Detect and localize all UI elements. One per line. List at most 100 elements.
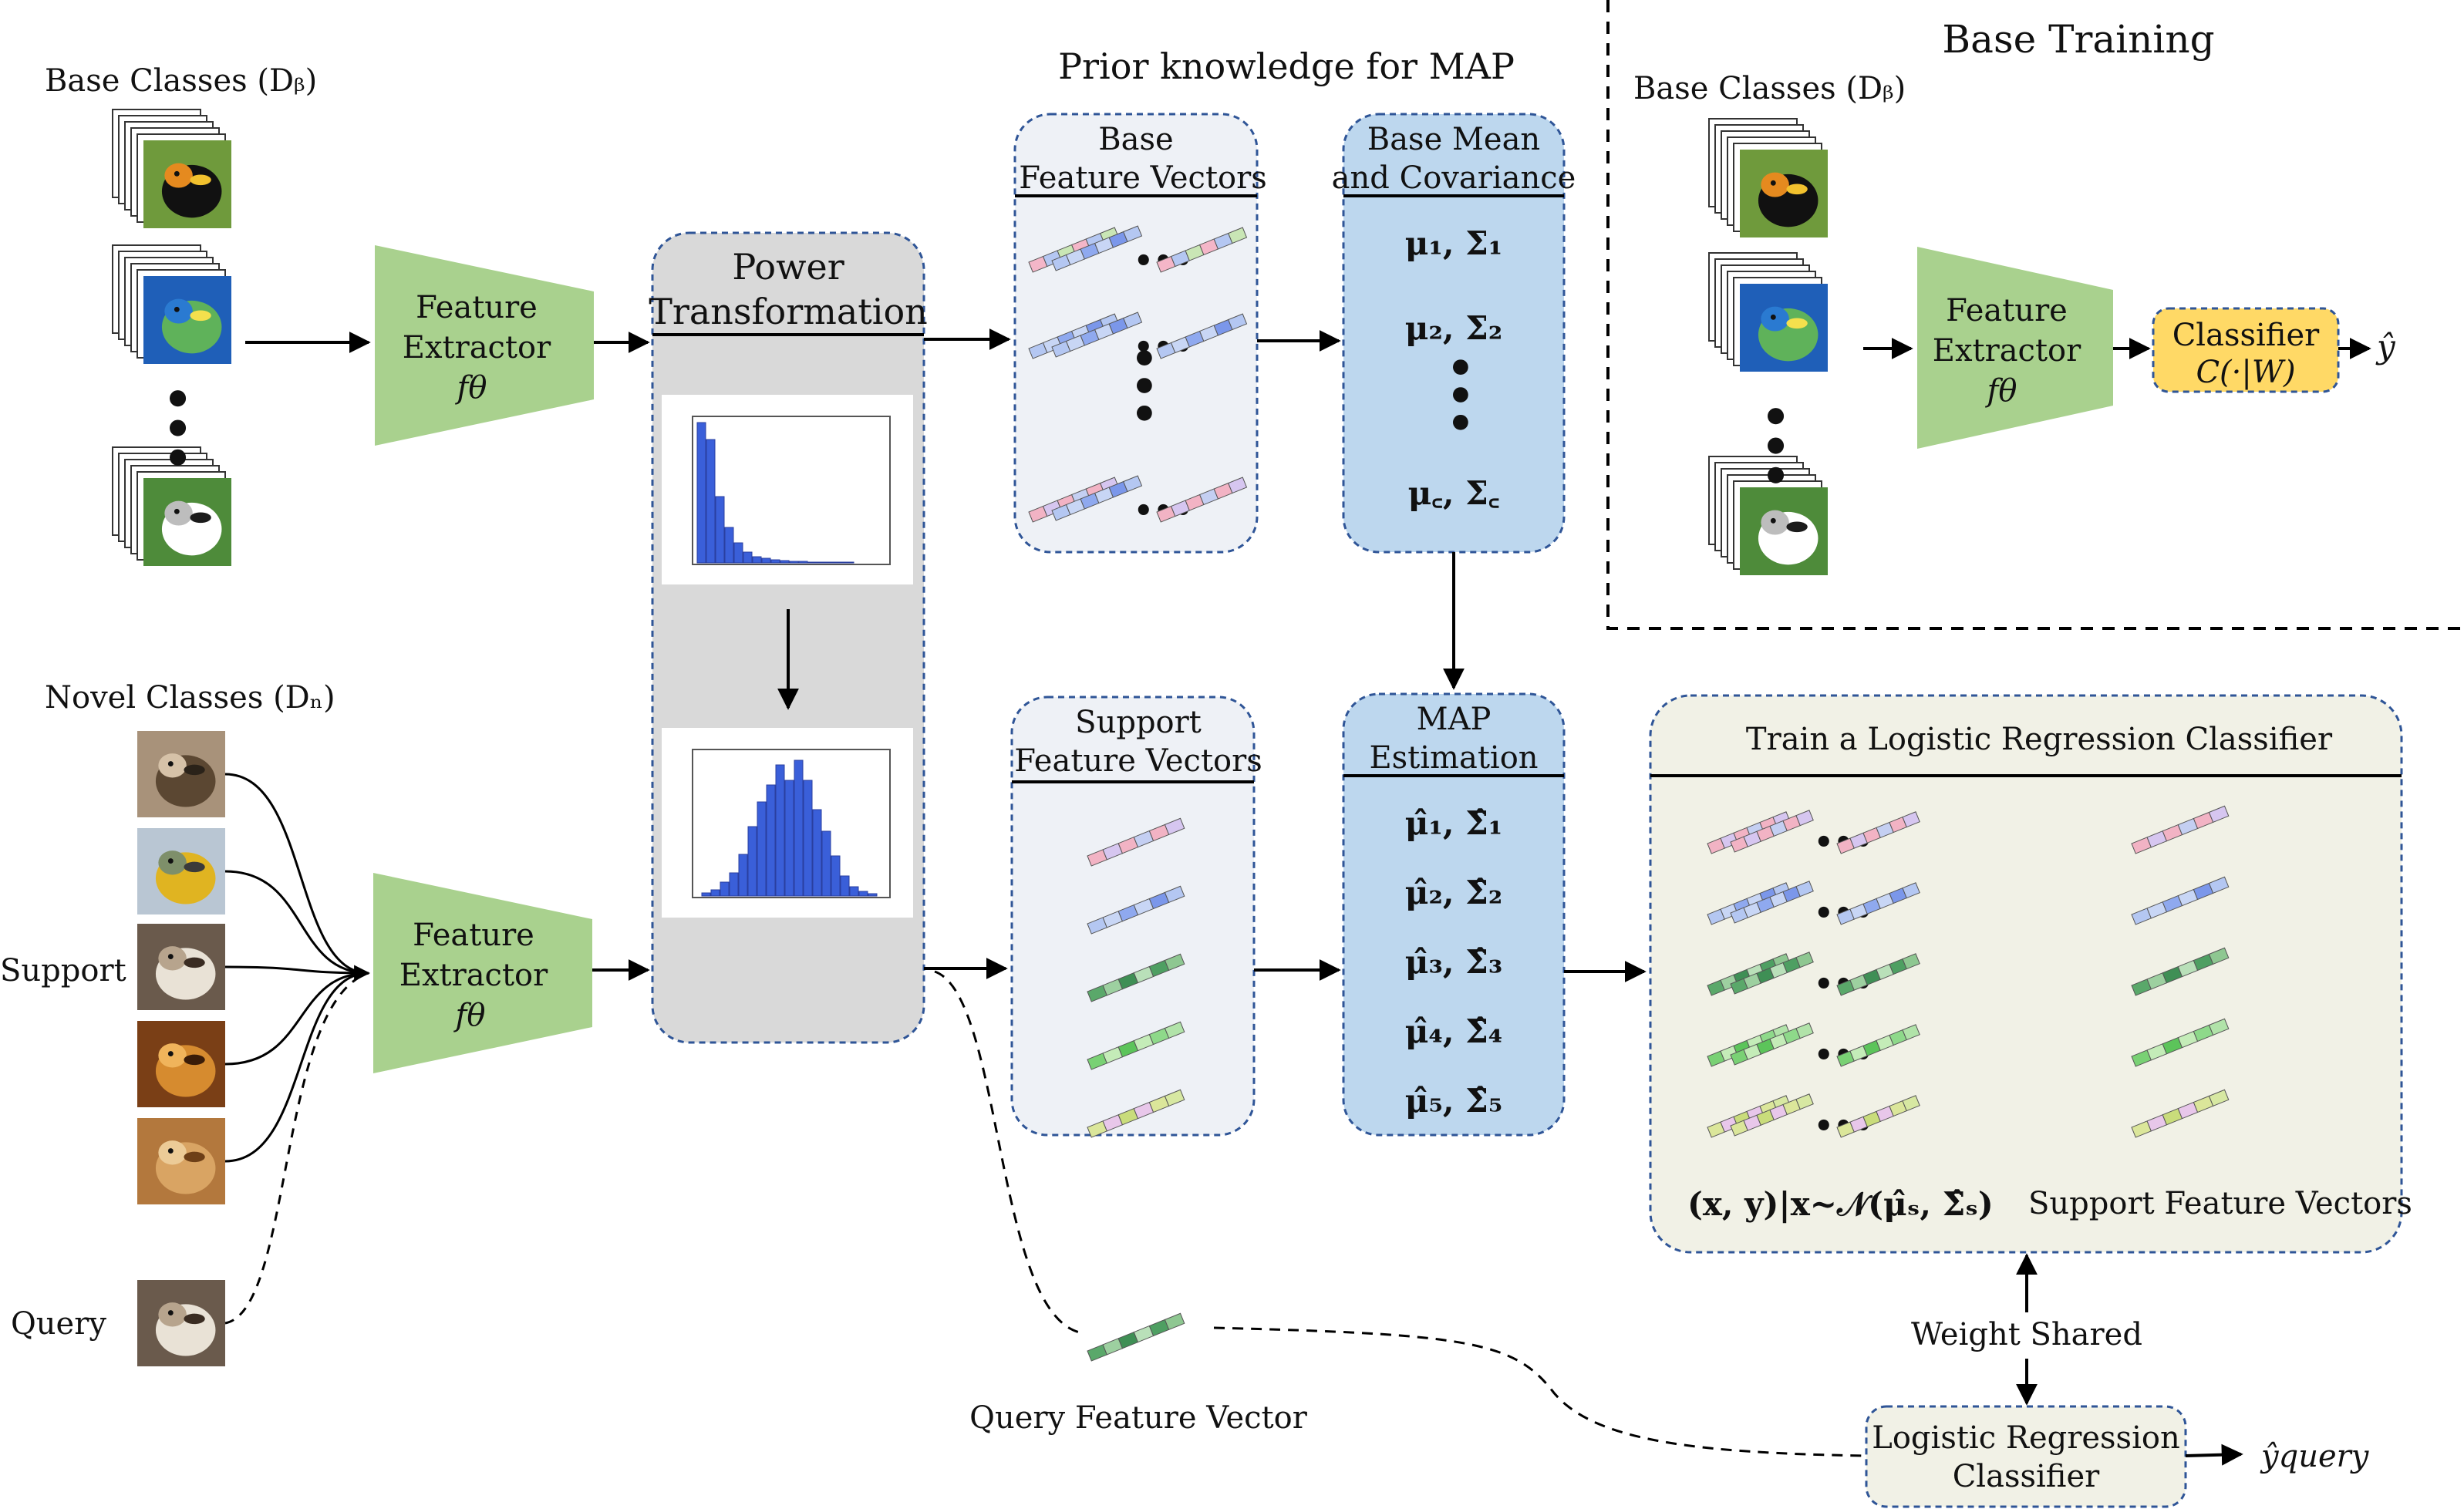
hist-normal-bar-19 bbox=[868, 893, 878, 897]
base-fv-row1-c bbox=[1156, 227, 1248, 273]
query-fv-caption: Query Feature Vector bbox=[969, 1400, 1308, 1436]
classifier-bg bbox=[2152, 307, 2340, 393]
train-lr-bg bbox=[1649, 694, 2403, 1254]
base-stack-left-toucan bbox=[112, 109, 231, 228]
base-fv-row3-b bbox=[1051, 475, 1143, 521]
novel-image-lion-eye bbox=[167, 1148, 174, 1154]
train-row1-b-cell-6 bbox=[1795, 810, 1814, 827]
support-fv-line1: Support bbox=[1075, 705, 1202, 740]
novel-image-ferret bbox=[137, 924, 225, 1010]
fe-top-line2: Extractor bbox=[403, 330, 551, 365]
lr-classifier-bg bbox=[1865, 1405, 2187, 1508]
novel-classes-label: Novel Classes (Dₙ) bbox=[45, 680, 335, 716]
novel-curve-3 bbox=[224, 965, 369, 975]
hist-skewed-bar-15 bbox=[826, 561, 836, 564]
base-fv-row2-c bbox=[1156, 313, 1248, 359]
base-stack-left-fish-image bbox=[143, 276, 231, 364]
hist-normal-bar-1 bbox=[701, 892, 711, 897]
base-stack-left-fish bbox=[112, 244, 231, 364]
histogram-skewed bbox=[696, 422, 854, 564]
muhat3: μ̂₃, Σ̂₃ bbox=[1405, 943, 1502, 981]
train-row3-c-cell-6 bbox=[1902, 953, 1920, 970]
muhat2: μ̂₂, Σ̂₂ bbox=[1405, 874, 1502, 911]
y-query-arrow bbox=[2185, 1443, 2243, 1466]
base-fv-vertical-ellipsis: ••• bbox=[1117, 344, 1168, 426]
train-lr-box: Train a Logistic Regression Classifier •… bbox=[1649, 694, 2412, 1254]
histogram-skewed-frame bbox=[692, 416, 891, 565]
map-line1: MAP bbox=[1417, 702, 1492, 737]
novel-to-fe-curves bbox=[224, 773, 371, 1325]
hist-normal-bar-6 bbox=[747, 826, 757, 897]
hist-normal-bar-15 bbox=[831, 855, 841, 897]
train-row4-c-cell-6 bbox=[1902, 1024, 1920, 1041]
novel-image-lion bbox=[137, 1118, 225, 1204]
base-image-stacks-left bbox=[112, 109, 231, 566]
hist-normal-bar-5 bbox=[738, 854, 748, 897]
base-stack-left-fish-image-eye bbox=[174, 306, 180, 312]
train-row4-b-cell-6 bbox=[1795, 1022, 1814, 1039]
train-row4-support bbox=[2131, 1018, 2230, 1067]
support-fv-5 bbox=[1087, 1089, 1185, 1138]
base-fv-rows: ••••••••• bbox=[1028, 225, 1248, 529]
train-row5-b-cell-6 bbox=[1795, 1093, 1814, 1110]
train-row2-support-cell-6 bbox=[2208, 876, 2230, 894]
query-image-ferret bbox=[137, 1280, 225, 1366]
base-fv-line1: Base bbox=[1098, 122, 1173, 157]
muhat5: μ̂₅, Σ̂₅ bbox=[1405, 1082, 1502, 1120]
hist-skewed-bar-11 bbox=[789, 561, 799, 564]
feature-extractor-top: Feature Extractor fθ bbox=[375, 245, 594, 446]
base-fv-row2-b bbox=[1051, 312, 1143, 358]
query-fv-stripe-cell-6 bbox=[1164, 1312, 1185, 1331]
train-row2-b-cell-6 bbox=[1795, 881, 1814, 898]
base-stack-right-fish-image bbox=[1740, 284, 1828, 372]
hist-skewed-bar-12 bbox=[798, 561, 808, 564]
power-line2: Transformation bbox=[649, 291, 928, 332]
support-fv-2-cell-6 bbox=[1164, 885, 1185, 904]
novel-image-wild-dog bbox=[137, 731, 225, 817]
query-to-lr-dashed bbox=[1213, 1326, 1866, 1457]
hist-normal-bar-3 bbox=[720, 881, 730, 897]
mu1-sigma1: μ₁, Σ₁ bbox=[1405, 224, 1502, 262]
mu2-sigma2: μ₂, Σ₂ bbox=[1405, 309, 1502, 347]
base-stack-right-dog bbox=[1708, 456, 1828, 575]
support-fv-2 bbox=[1087, 885, 1185, 935]
base-fv-row1-c-cell-6 bbox=[1228, 227, 1248, 244]
train-lr-rows: ••••••••••••••• bbox=[1707, 805, 2230, 1144]
novel-curve-1 bbox=[224, 773, 369, 975]
classifier-line2: C(·|W) bbox=[2196, 355, 2295, 390]
hist-skewed-bar-3 bbox=[715, 496, 725, 564]
vertical-ellipsis-left: ••• bbox=[149, 383, 203, 472]
base-mean-line2: and Covariance bbox=[1332, 160, 1576, 196]
hist-skewed-bar-2 bbox=[706, 439, 716, 564]
novel-image-ferret-detail bbox=[184, 957, 205, 968]
novel-image-wild-dog-eye bbox=[167, 761, 174, 766]
base-fv-row1-b-cell-6 bbox=[1123, 225, 1143, 243]
hist-normal-bar-9 bbox=[775, 764, 785, 897]
base-stack-right-fish-image-detail bbox=[1786, 318, 1808, 329]
support-fv-4 bbox=[1087, 1021, 1185, 1070]
vertical-ellipsis-right: ••• bbox=[1747, 401, 1801, 490]
lr-classifier-box: Logistic Regression Classifier bbox=[1865, 1405, 2187, 1508]
feature-extractor-top-shape bbox=[375, 245, 594, 446]
hist-normal-bar-2 bbox=[710, 889, 720, 897]
fe-top-line1: Feature bbox=[416, 290, 538, 325]
fe-right-line2: Extractor bbox=[1933, 333, 2081, 369]
support-fv-3-cell-6 bbox=[1164, 953, 1185, 972]
base-fv-row2-c-cell-6 bbox=[1228, 313, 1248, 331]
novel-image-golden-dog bbox=[137, 1021, 225, 1107]
y-query-label: ŷquery bbox=[2260, 1439, 2370, 1474]
power-transformation-box: Power Transformation bbox=[649, 231, 928, 1044]
novel-image-bus-eye bbox=[167, 858, 174, 864]
base-stack-left-toucan-image-detail bbox=[190, 174, 211, 186]
hist-normal-bar-14 bbox=[821, 830, 831, 897]
base-stack-right-dog-image-detail bbox=[1786, 521, 1808, 533]
train-row3-b-cell-6 bbox=[1795, 952, 1814, 968]
train-row5-support-cell-6 bbox=[2208, 1089, 2230, 1107]
hist-normal-bar-8 bbox=[766, 784, 776, 897]
novel-curve-2 bbox=[224, 870, 369, 975]
hist-normal-bar-17 bbox=[849, 886, 859, 897]
novel-support-images bbox=[137, 731, 225, 1366]
novel-image-wild-dog-detail bbox=[184, 764, 205, 776]
novel-image-golden-dog-eye bbox=[167, 1051, 174, 1056]
